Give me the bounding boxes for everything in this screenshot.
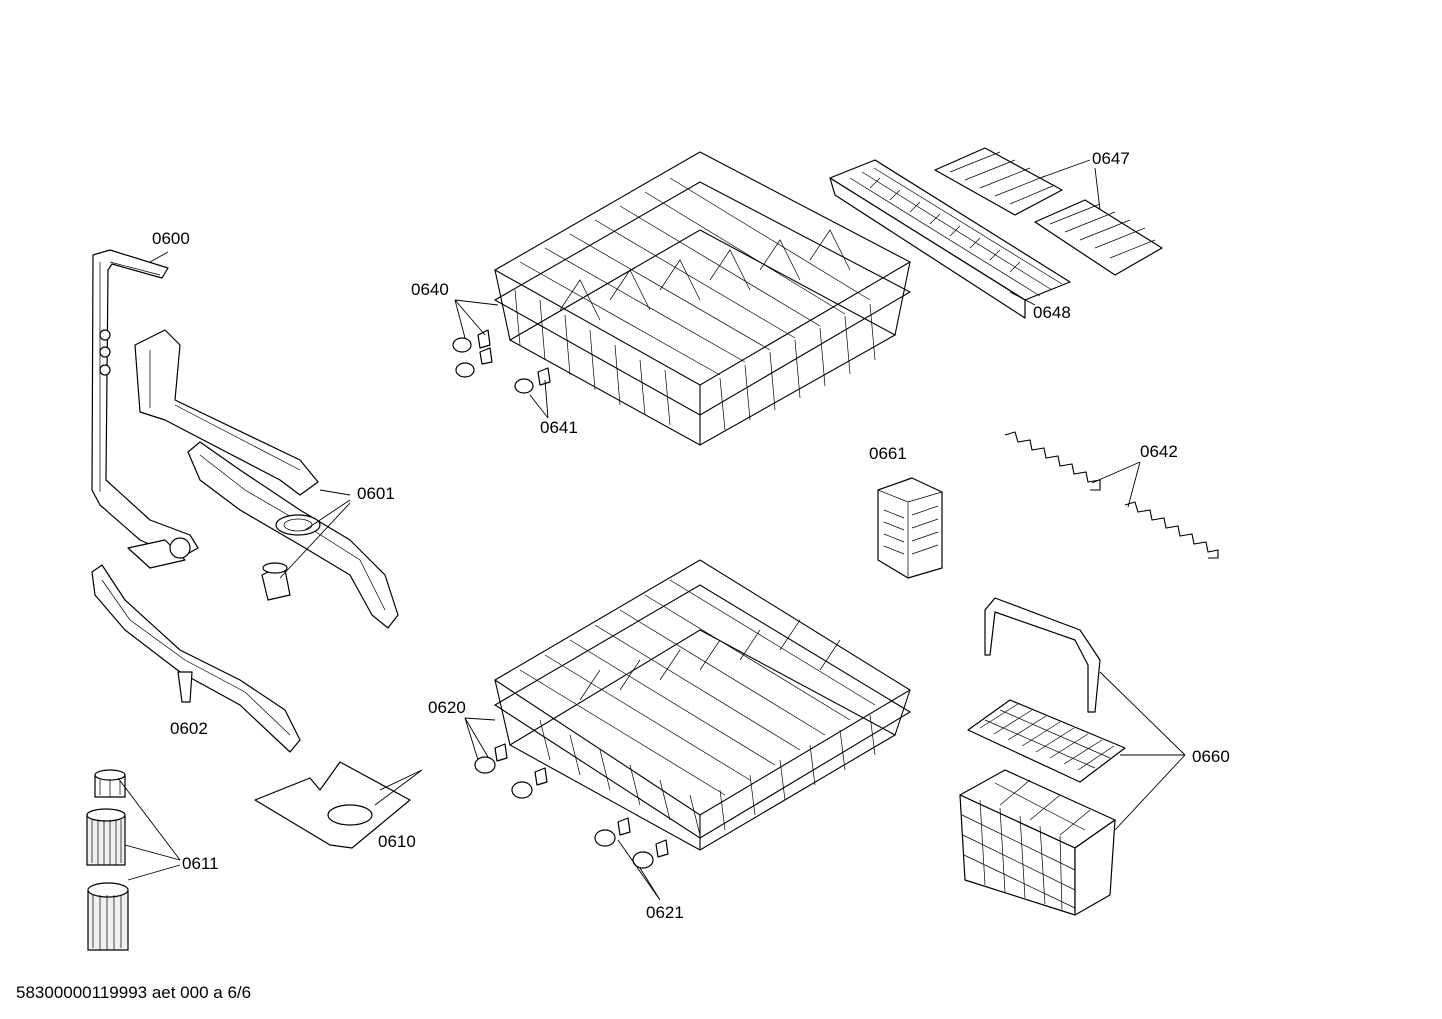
part-0621-lower-rack-rollers xyxy=(594,817,669,869)
leader-lines xyxy=(117,159,1186,901)
part-0602-lower-spray-arm xyxy=(91,564,301,753)
part-0640-upper-rack-rollers xyxy=(452,329,493,378)
label-0610: 0610 xyxy=(378,832,416,851)
part-0620-lower-rack-rollers xyxy=(474,743,548,799)
label-0621: 0621 xyxy=(646,903,684,922)
label-0642: 0642 xyxy=(1140,442,1178,461)
lower-dish-rack xyxy=(493,559,912,851)
basket-body xyxy=(959,769,1116,916)
basket-handle xyxy=(984,597,1101,713)
part-0611-filter-set xyxy=(86,769,129,951)
part-0648-knife-tray xyxy=(829,159,1071,319)
part-0642-rack-clips xyxy=(1004,431,1219,559)
label-0611: 0611 xyxy=(182,854,219,873)
part-0600-supply-pipe xyxy=(91,249,199,569)
part-0641-upper-rack-rollers xyxy=(514,367,551,394)
part-0661-cutlery-holder xyxy=(877,477,943,579)
part-0647-cup-shelves xyxy=(934,147,1163,276)
basket-lid xyxy=(967,699,1126,783)
label-0641: 0641 xyxy=(540,418,578,437)
label-0661: 0661 xyxy=(869,444,907,463)
upper-spray-pipe xyxy=(134,329,319,496)
label-0602: 0602 xyxy=(170,719,208,738)
label-0647: 0647 xyxy=(1092,149,1130,168)
label-0640: 0640 xyxy=(411,280,449,299)
label-0648: 0648 xyxy=(1033,303,1071,322)
label-0620: 0620 xyxy=(428,698,466,717)
part-labels: 0600 0601 0602 0610 0611 0620 0621 0640 … xyxy=(152,149,1230,922)
label-0601: 0601 xyxy=(357,484,395,503)
filter-top xyxy=(94,769,126,798)
part-0660-cutlery-basket xyxy=(959,597,1126,916)
label-0660: 0660 xyxy=(1192,747,1230,766)
part-0610-sump-cover xyxy=(254,761,411,849)
document-id: 58300000119993 aet 000 a 6/6 xyxy=(16,983,251,1002)
spray-arm-nozzle xyxy=(261,562,291,601)
part-0601-upper-spray-arm xyxy=(187,441,399,629)
label-0600: 0600 xyxy=(152,229,190,248)
upper-dish-rack xyxy=(493,151,912,446)
filter-middle xyxy=(86,808,126,866)
filter-bottom xyxy=(87,882,129,951)
